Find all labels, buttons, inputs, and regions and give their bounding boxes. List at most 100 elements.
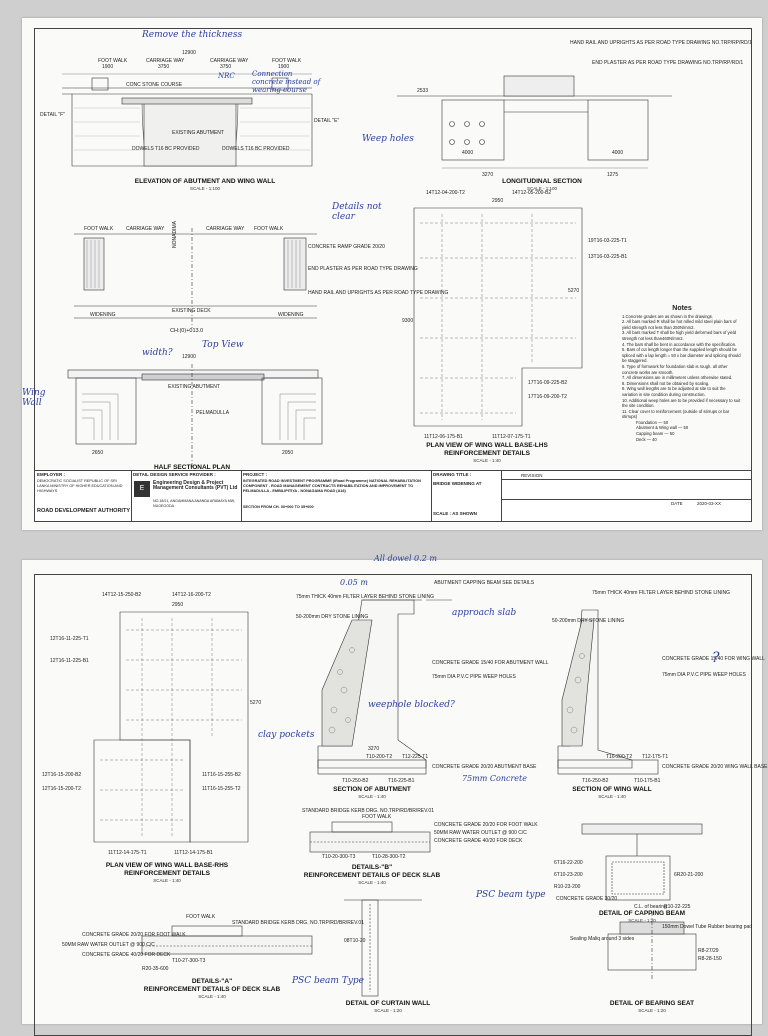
label-a-kerb: STANDARD BRIDGE KERB DRG. NO.TRP/RD/BR/R… [232, 920, 364, 926]
bar-19t16-03: 19T16-03-225-T1 [588, 238, 627, 244]
label-bs-cl-bearing: C.L. of bearing [634, 904, 667, 910]
label-existing-abutment-plan: EXISTING ABUTMENT [168, 384, 220, 390]
tb-drawing-title: DRAWING TITLE : BRIDGE WIDENING AT SCALE… [431, 471, 502, 521]
note-8: 8. Dimensions shall not be obtained by s… [622, 380, 710, 386]
label-existing-abutment: EXISTING ABUTMENT [172, 130, 224, 136]
label-carriage-way-r: CARRIAGE WAY [210, 58, 249, 64]
label-b-kerb: STANDARD BRIDGE KERB DRG. NO.TRP/RD/BR/R… [302, 808, 434, 814]
dim-abut-3270: 3270 [368, 746, 380, 752]
tb-project: PROJECT : INTEGRATED ROAD INVESTMENT PRO… [241, 471, 432, 521]
note-2: 2. All bars marked R shall be hot rolled… [622, 319, 737, 330]
bar-abut-t10-t2: T10-200-T2 [366, 754, 393, 760]
label-dry-stone: 50-200mm DRY STONE LINING [296, 614, 369, 620]
label-abutment-capping: ABUTMENT CAPPING BEAM SEE DETAILS [434, 580, 535, 586]
label-concrete-ramp: CONCRETE RAMP GRADE 20/20 [308, 244, 385, 250]
bar-cb-6t16: 6T16-22-200 [554, 860, 583, 866]
cover-row: Deck — 40 [636, 436, 657, 442]
label-detail-e: DETAIL "E" [314, 118, 340, 124]
bar-11t12-07: 11T12-07-175-T1 [492, 434, 531, 440]
label-dowels-l: DOWELS T16 BC PROVIDED [132, 146, 200, 152]
label-hand-rail: HAND RAIL AND UPRIGHTS AS PER ROAD TYPE … [570, 40, 752, 46]
scale-wing-rhs: SCALE - 1:40 [153, 878, 181, 883]
label-foot-walk-l: FOOT WALK [98, 58, 128, 64]
scale-wing-lhs: SCALE - 1:40 [473, 458, 501, 463]
bar-abut-t16-b1: T16-225-B1 [388, 778, 415, 784]
note-3: 3. All bars marked T shall be high yield… [622, 330, 737, 341]
label-filter-layer: 75mm THICK 40mm FILTER LAYER BEHIND STON… [296, 594, 434, 600]
annotation-clay-pockets: clay pockets [258, 730, 315, 740]
annotation-top-view: Top View [202, 340, 244, 350]
annotation-75mm-concrete: 75mm Concrete [462, 774, 527, 783]
bar-cb-r10-23: R10-23-200 [554, 884, 581, 890]
bar-14t12-15: 14T12-15-250-B2 [102, 592, 142, 598]
annotation-psc-beam-type: PSC beam type [476, 890, 546, 900]
sheet2-linework [93, 599, 703, 997]
cover-row: Capping beam — 50 [636, 431, 675, 437]
label-ww-filter: 75mm THICK 40mm FILTER LAYER BEHIND STON… [592, 590, 730, 596]
dim-9300: 9300 [402, 318, 414, 324]
cover-row: Abutment & Wing wall — 50 [636, 425, 689, 431]
bar-11t12-14-b1: 11T12-14-175-B1 [174, 850, 213, 856]
label-cb-concrete: CONCRETE GRADE 30/20 [556, 896, 618, 902]
label-existing-deck: EXISTING DECK [172, 308, 211, 314]
note-11: 11. Clear cover to reinforcement (outsid… [622, 408, 730, 420]
bar-ww-t12-t1: T12-175-T1 [642, 754, 669, 760]
dim-1275: 1275 [607, 172, 619, 178]
bar-12t16-15-t2: 12T16-15-200-T2 [42, 786, 81, 792]
label-hand-rail-plan: HAND RAIL AND UPRIGHTS AS PER ROAD TYPE … [308, 290, 449, 296]
scale-wingwall: SCALE - 1:40 [598, 794, 626, 799]
label-widening-r: WIDENING [278, 312, 304, 318]
title-wing-rhs: PLAN VIEW OF WING WALL BASE-RHS [105, 862, 229, 869]
bar-b-t10-20: T10-20-300-T3 [322, 854, 356, 860]
title-plan: HALF SECTIONAL PLAN [153, 464, 231, 471]
title-detail-a: DETAILS-"A" [191, 978, 233, 985]
tb-employer: EMPLOYER : DEMOCRATIC SOCIALIST REPUBLIC… [35, 471, 132, 521]
dim-4000-r: 4000 [612, 150, 624, 156]
label-nonadima: NONADIMA [172, 221, 178, 248]
note-1: 1.Concrete grades are as shown in the dr… [622, 313, 714, 319]
notes-title: Notes [672, 305, 692, 312]
label-a-conc-fw: CONCRETE GRADE 20/20 FOR FOOT WALK [82, 932, 186, 938]
dim-rhs-5270: 5270 [250, 700, 262, 706]
sheet1-linework [62, 73, 672, 468]
bar-cb-6t10: 6T10-23-200 [554, 872, 583, 878]
label-widening-l: WIDENING [90, 312, 116, 318]
label-plan-carriage-r: CARRIAGE WAY [206, 226, 245, 232]
dim-2950: 2950 [492, 198, 504, 204]
scale-longitudinal: SCALE - 1:100 [526, 186, 558, 191]
scale-curtain-wall: SCALE - 1:20 [374, 1008, 402, 1013]
label-pelmadulla: PELMADULLA [196, 410, 230, 416]
label-foot-walk-r: FOOT WALK [272, 58, 302, 64]
label-concrete-abutment: CONCRETE GRADE 15/40 FOR ABUTMENT WALL [432, 660, 549, 666]
annotation-weep-holes: Weep holes [362, 134, 414, 144]
note-10: 10. Additional weep holes are to be prov… [622, 397, 741, 409]
bar-bs-r8-27: R8-27/29 [698, 948, 719, 954]
label-end-plaster: END PLASTER AS PER ROAD TYPE DRAWING NO.… [592, 60, 744, 66]
title2-detail-a: REINFORCEMENT DETAILS OF DECK SLAB [143, 986, 281, 993]
label-b-conc-deck: CONCRETE GRADE 40/20 FOR DECK [434, 838, 523, 844]
label-bs-pad: 150mm Dowel Tube Rubber bearing pad [662, 924, 753, 930]
label-b-conc-fw: CONCRETE GRADE 20/20 FOR FOOT WALK [434, 822, 538, 828]
bar-cb-r10-22: R10-22-225 [664, 904, 691, 910]
title-longitudinal: LONGITUDINAL SECTION [502, 178, 582, 185]
label-b-foot-walk: FOOT WALK [362, 814, 392, 820]
note-9: 9. Wing wall lengths are to be adjusted … [622, 386, 726, 397]
dim-2533: 2533 [417, 88, 429, 94]
bar-a-r20: R20-35-600 [142, 966, 169, 972]
annotation-all-dowel: All dowel 0.2 m [374, 554, 437, 563]
bar-12t16-11-t1: 12T16-11-225-T1 [50, 636, 89, 642]
label-ww-dry-stone: 50-200mm DRY STONE LINING [552, 618, 625, 624]
scale-detail-b: SCALE - 1:40 [358, 880, 386, 885]
dim-3750-l: 3750 [158, 64, 170, 70]
bar-11t12-14-t1: 11T12-14-175-T1 [108, 850, 147, 856]
annotation-details-not-clear: Details not clear [332, 202, 382, 222]
bar-a-t10-27: T10-27-300-T3 [172, 958, 206, 964]
annotation-weephole-blocked: weephole blocked? [368, 700, 455, 710]
annotation-psc-beam-type-2: PSC beam Type [292, 976, 364, 986]
annotation-wing-wall: Wing Wall [22, 388, 46, 408]
bar-11t16-15-b2: 11T16-15-255-B2 [202, 772, 241, 778]
note-4: 4. The bars shall be bent in accordance … [622, 341, 737, 347]
title2-wing-rhs: REINFORCEMENT DETAILS [124, 870, 210, 877]
title-elevation: ELEVATION OF ABUTMENT AND WING WALL [134, 178, 276, 185]
title-wingwall: SECTION OF WING WALL [572, 786, 652, 793]
